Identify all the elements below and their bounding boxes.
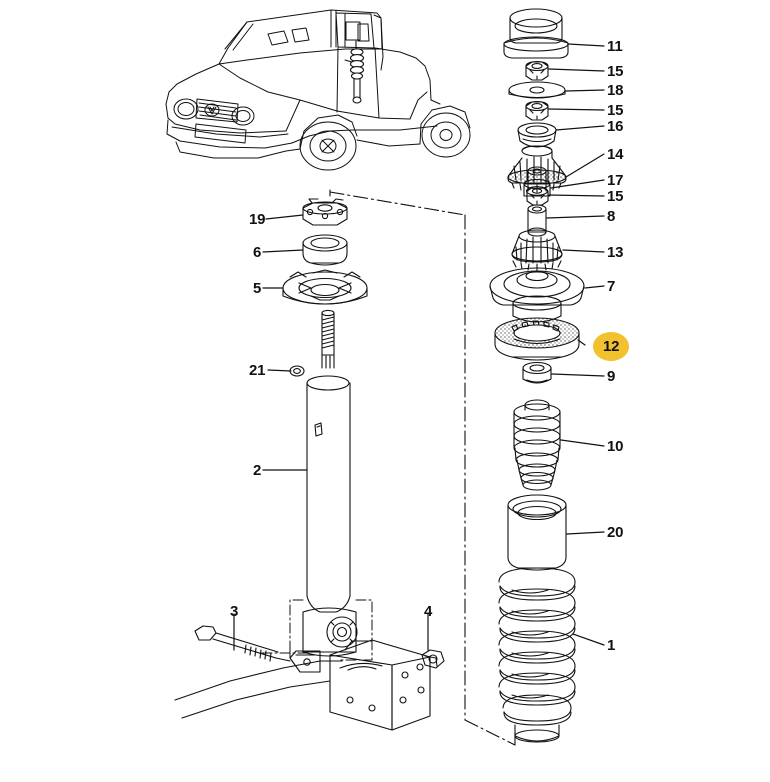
callout-15c[interactable]: 15 xyxy=(607,188,624,205)
part-18-flat-washer xyxy=(508,81,566,99)
part-15-lock-nut-b xyxy=(525,100,549,121)
part-13-conical-spacer xyxy=(511,229,563,272)
lower-mount-alignment-lines xyxy=(261,599,373,661)
callout-8[interactable]: 8 xyxy=(607,208,616,225)
part-11-protective-cap xyxy=(503,8,569,59)
callout-15a[interactable]: 15 xyxy=(607,63,624,80)
callout-11[interactable]: 11 xyxy=(607,38,623,55)
part-17-sleeve-bush xyxy=(523,166,551,197)
part-9-washer-collar xyxy=(522,361,552,384)
assembly-group-bracket xyxy=(329,189,516,746)
part-2-shock-absorber xyxy=(302,309,358,657)
part-21-o-ring xyxy=(289,365,305,377)
leader-lines xyxy=(233,43,605,651)
callout-13[interactable]: 13 xyxy=(607,244,624,261)
part-12-thrust-bearing xyxy=(494,317,580,361)
part-19-retainer-plate xyxy=(302,198,348,226)
callout-12-highlighted[interactable]: 12 xyxy=(594,333,629,360)
vehicle-illustration xyxy=(165,9,471,171)
part-3-bolt xyxy=(194,625,291,662)
callout-7[interactable]: 7 xyxy=(607,278,616,295)
callout-5[interactable]: 5 xyxy=(253,280,262,297)
callout-15b[interactable]: 15 xyxy=(607,102,624,119)
callout-17[interactable]: 17 xyxy=(607,172,624,189)
part-20-dust-boot xyxy=(507,494,567,571)
callout-16[interactable]: 16 xyxy=(607,118,624,135)
part-10-bump-stop xyxy=(513,399,561,491)
callout-10[interactable]: 10 xyxy=(607,438,624,455)
part-4-nut xyxy=(421,649,445,669)
part-15-lock-nut-a xyxy=(525,60,549,81)
callout-9[interactable]: 9 xyxy=(607,368,616,385)
callout-14[interactable]: 14 xyxy=(607,146,624,163)
callout-4[interactable]: 4 xyxy=(424,603,433,620)
callout-2[interactable]: 2 xyxy=(253,462,262,479)
callout-21[interactable]: 21 xyxy=(249,362,266,379)
callout-18[interactable]: 18 xyxy=(607,82,624,99)
part-6-bearing-cup xyxy=(302,234,348,266)
part-1-coil-spring xyxy=(498,567,576,743)
part-8-spacer-sleeve xyxy=(527,204,547,237)
part-5-spring-seat xyxy=(282,269,368,305)
part-16-cup-washer xyxy=(517,122,557,148)
axle-beam xyxy=(174,639,431,731)
callout-20[interactable]: 20 xyxy=(607,524,624,541)
callout-19[interactable]: 19 xyxy=(249,211,266,228)
part-15-lock-nut-c xyxy=(525,186,549,206)
callout-3[interactable]: 3 xyxy=(230,603,239,620)
part-7-strut-mount xyxy=(489,267,585,323)
callout-6[interactable]: 6 xyxy=(253,244,262,261)
callout-1[interactable]: 1 xyxy=(607,637,616,654)
